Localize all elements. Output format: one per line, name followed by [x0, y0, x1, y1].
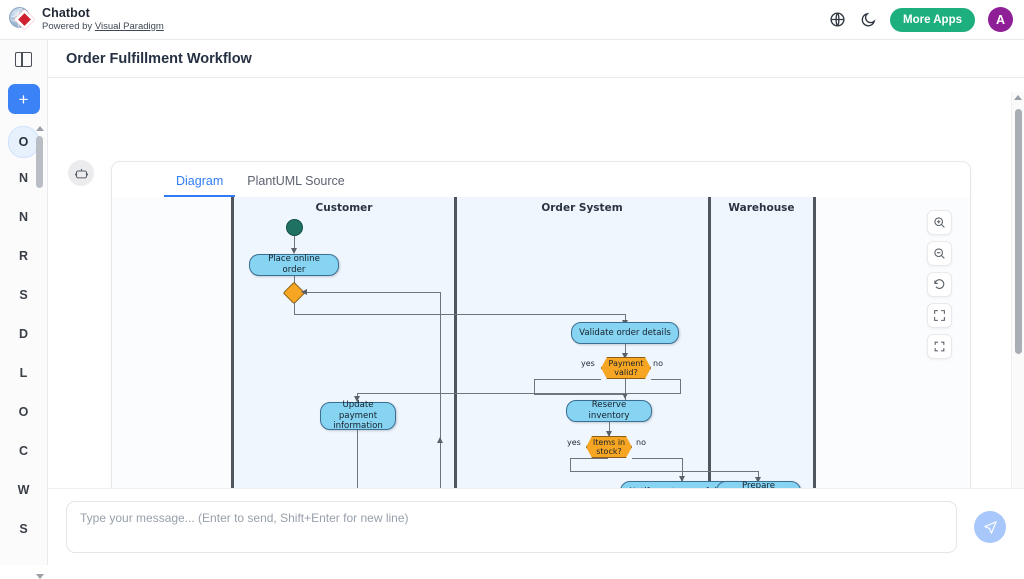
- page-scrollbar[interactable]: [1011, 92, 1024, 498]
- main-area: Order Fulfillment Workflow Diagram Plant…: [48, 40, 1024, 565]
- node-validate-order-details: Validate order details: [571, 322, 679, 344]
- lane-warehouse-bg: [709, 197, 814, 526]
- edge-stock-yes-to-warehouse: [570, 471, 758, 472]
- lane-title-customer: Customer: [233, 202, 455, 214]
- edge-payment-no-v: [680, 379, 681, 393]
- tab-diagram[interactable]: Diagram: [164, 170, 235, 197]
- edge-payment-yes-h: [534, 379, 601, 380]
- node-update-payment-information: Update payment information: [320, 402, 396, 430]
- edge-stock-no-h: [632, 458, 682, 459]
- send-button[interactable]: [974, 511, 1006, 543]
- send-paper-plane-icon: [983, 520, 998, 535]
- lane-customer-bg: [233, 197, 455, 526]
- reset-rotate-icon[interactable]: [927, 272, 952, 297]
- rail-scroll-down-icon[interactable]: [36, 574, 44, 579]
- edge-merge-right: [294, 314, 625, 315]
- page-header: Order Fulfillment Workflow: [48, 40, 1024, 78]
- more-apps-button[interactable]: More Apps: [890, 8, 975, 32]
- node-items-in-stock-label: Items in stock?: [587, 438, 631, 456]
- arrowhead-loopback-merge: [301, 289, 307, 295]
- visual-paradigm-logo-icon: [9, 6, 35, 32]
- edge-stock-yes-h: [570, 458, 608, 459]
- composer: [48, 488, 1024, 565]
- activity-diagram: Customer Order System Warehouse Place on…: [112, 197, 970, 526]
- zoom-out-icon[interactable]: [927, 241, 952, 266]
- top-actions: More Apps A: [828, 7, 1024, 32]
- edge-payment-yes-v: [534, 379, 535, 394]
- node-start: [286, 219, 303, 236]
- edge-payment-no-h: [651, 379, 681, 380]
- node-place-online-order: Place online order: [249, 254, 339, 276]
- message-input[interactable]: [66, 501, 957, 553]
- rail-scrollbar[interactable]: [35, 126, 44, 579]
- app-title: Chatbot: [42, 6, 164, 20]
- node-payment-valid-label: Payment valid?: [602, 359, 650, 377]
- fit-screen-icon[interactable]: [927, 303, 952, 328]
- diagram-card: Diagram PlantUML Source Customer Order S…: [111, 161, 971, 526]
- tab-bar: Diagram PlantUML Source: [112, 162, 970, 197]
- edge-payment-yes-h2: [534, 394, 625, 395]
- page-scroll-thumb[interactable]: [1015, 109, 1022, 354]
- lane-divider-1: [454, 197, 457, 526]
- edge-stock-yes-v: [570, 458, 571, 471]
- page-scroll-up-icon[interactable]: [1014, 95, 1022, 100]
- lane-divider-right: [813, 197, 816, 526]
- avatar[interactable]: A: [988, 7, 1013, 32]
- new-chat-button[interactable]: +: [8, 84, 40, 114]
- brand: Chatbot Powered by Visual Paradigm: [0, 6, 164, 32]
- chat-content: Diagram PlantUML Source Customer Order S…: [48, 78, 1024, 526]
- lane-divider-2: [708, 197, 711, 526]
- panel-toggle-icon[interactable]: [15, 52, 32, 67]
- tab-plantuml-source[interactable]: PlantUML Source: [235, 170, 357, 197]
- node-reserve-inventory: Reserve inventory: [566, 400, 652, 422]
- arrowhead-return-up: [437, 437, 443, 443]
- edge-label-stock-no: no: [636, 438, 646, 447]
- lane-divider-left: [231, 197, 234, 526]
- robot-avatar-icon: [68, 160, 94, 186]
- powered-by-prefix: Powered by: [42, 21, 95, 32]
- lane-title-order-system: Order System: [455, 202, 709, 214]
- moon-icon[interactable]: [859, 11, 877, 29]
- globe-icon[interactable]: [828, 11, 846, 29]
- rail-scroll-thumb[interactable]: [36, 136, 43, 188]
- top-bar: Chatbot Powered by Visual Paradigm More …: [0, 0, 1024, 40]
- diagram-viewport[interactable]: Customer Order System Warehouse Place on…: [112, 197, 970, 526]
- node-payment-valid-decision: Payment valid?: [601, 357, 651, 379]
- lane-title-warehouse: Warehouse: [709, 202, 814, 214]
- edge-label-payment-yes: yes: [581, 359, 595, 368]
- edge-label-payment-no: no: [653, 359, 663, 368]
- zoom-in-icon[interactable]: [927, 210, 952, 235]
- rail-scroll-up-icon[interactable]: [36, 126, 44, 131]
- edge-label-stock-yes: yes: [567, 438, 581, 447]
- edge-loopback-to-merge: [304, 292, 440, 293]
- node-items-in-stock-decision: Items in stock?: [586, 436, 632, 458]
- diagram-zoom-tools: [927, 210, 952, 359]
- visual-paradigm-link[interactable]: Visual Paradigm: [95, 21, 164, 32]
- fullscreen-icon[interactable]: [927, 334, 952, 359]
- edge-payment-no-back: [357, 393, 681, 394]
- page-title: Order Fulfillment Workflow: [66, 51, 252, 67]
- edge-merge-down: [294, 302, 295, 314]
- powered-by: Powered by Visual Paradigm: [42, 22, 164, 33]
